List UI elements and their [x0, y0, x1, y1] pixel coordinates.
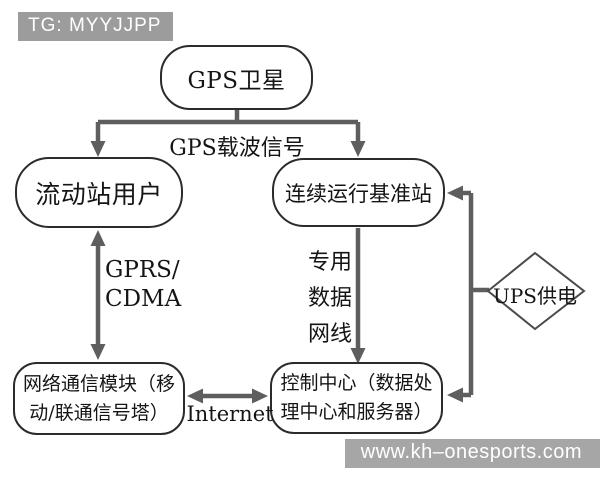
node-network-module: 网络通信模块（移 动/联通信号塔） — [13, 362, 185, 435]
edge-label-gprs-cdma: GPRS/ CDMA — [105, 256, 181, 314]
edge-label-dedicated-line1: 专用 — [307, 250, 352, 275]
arrowhead-left-control — [447, 387, 463, 403]
arrowheads — [90, 141, 463, 404]
node-control-center-line2: 理中心和服务器） — [280, 401, 433, 423]
edge-label-dedicated-data-line: 专用 数据 网线 — [307, 245, 353, 353]
node-gps-satellite: GPS卫星 — [160, 45, 313, 110]
node-ups-label: UPS供电 — [492, 284, 577, 308]
node-control-center: 控制中心（数据处 理中心和服务器） — [270, 362, 443, 434]
node-control-center-line1: 控制中心（数据处 — [280, 372, 433, 394]
arrowhead-up-gprs — [90, 230, 106, 246]
node-reference-station-label: 连续运行基准站 — [285, 181, 432, 206]
edge-label-gps-carrier-signal: GPS载波信号 — [169, 136, 305, 161]
node-network-module-line1: 网络通信模块（移 — [22, 372, 175, 395]
arrowhead-left-internet — [187, 388, 203, 404]
node-reference-station: 连续运行基准站 — [272, 158, 445, 227]
node-rover-user-label: 流动站用户 — [35, 179, 163, 209]
node-gps-satellite-label: GPS卫星 — [187, 67, 286, 94]
edge-label-gprs-line1: GPRS/ — [105, 257, 180, 283]
node-rover-user: 流动站用户 — [15, 157, 183, 228]
watermark: www.kh–onesports.com — [344, 439, 600, 468]
edge-label-gprs-line2: CDMA — [105, 286, 182, 312]
node-network-module-line2: 动/联通信号塔） — [29, 401, 169, 424]
arrowhead-down-rover — [90, 141, 106, 157]
edge-label-internet: Internet — [186, 402, 274, 426]
edge-label-dedicated-line2: 数据 — [307, 286, 352, 311]
edge-label-dedicated-line3: 网线 — [307, 322, 352, 347]
arrowhead-down-gprs — [90, 344, 106, 360]
telegram-badge: TG: MYYJJPP — [18, 12, 174, 41]
arrowhead-down-cors — [350, 141, 366, 157]
ups-diamond-shape — [486, 251, 586, 331]
arrowhead-down-dedicated — [350, 348, 366, 364]
arrowhead-right-internet — [252, 388, 268, 404]
arrowhead-left-cors — [447, 185, 463, 201]
